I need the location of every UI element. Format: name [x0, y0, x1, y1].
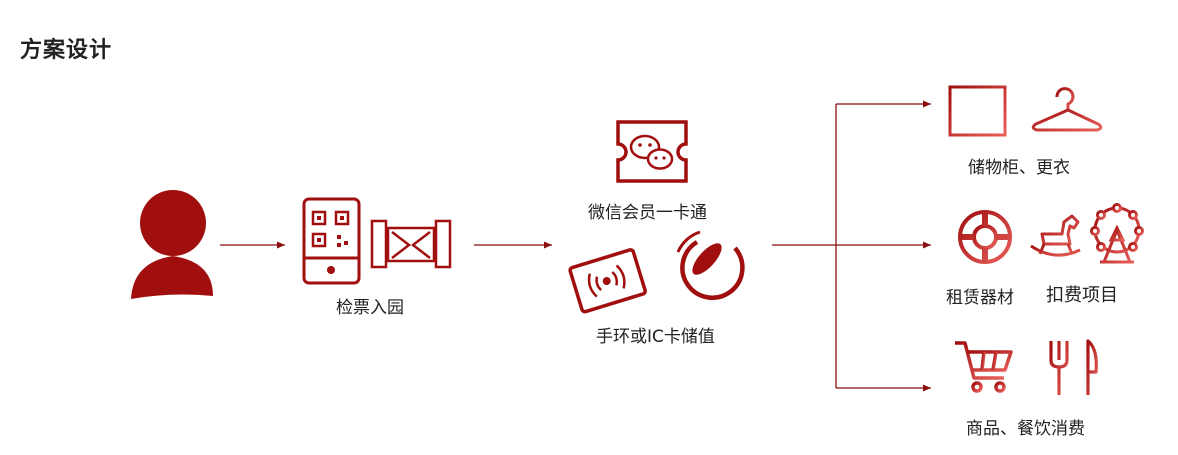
rocking-horse-icon [1030, 214, 1081, 257]
qr-phone-icon [302, 197, 361, 285]
page-title: 方案设计 [20, 38, 113, 63]
shopping-cart-icon [955, 341, 1013, 393]
label-shop: 商品、餐饮消费 [966, 419, 1085, 439]
label-rental: 租赁器材 [946, 288, 1014, 308]
label-entry: 检票入园 [336, 298, 404, 318]
wechat-ticket-icon [616, 120, 688, 183]
ferris-wheel-icon [1090, 203, 1144, 264]
label-deduct: 扣费项目 [1046, 285, 1118, 306]
locker-icon [948, 85, 1007, 137]
label-wechat: 微信会员一卡通 [588, 203, 707, 223]
ic-card-icon [568, 248, 647, 314]
hanger-icon [1031, 87, 1103, 132]
label-card: 手环或IC卡储值 [596, 327, 715, 347]
lifebuoy-icon [958, 210, 1012, 264]
turnstile-icon [370, 219, 452, 269]
branch-connector [772, 100, 931, 392]
person-icon [131, 190, 213, 299]
label-locker: 储物柜、更衣 [968, 158, 1070, 178]
fork-knife-icon [1049, 339, 1098, 395]
wristband-icon [676, 230, 745, 300]
